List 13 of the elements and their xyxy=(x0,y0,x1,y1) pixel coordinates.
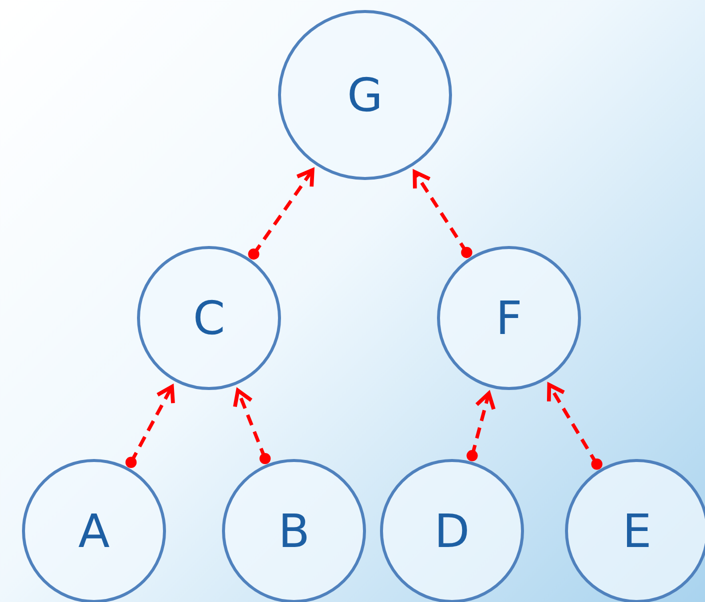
dashed-arrow xyxy=(466,391,496,462)
dashed-arrow xyxy=(412,170,472,258)
node-label: B xyxy=(278,504,310,558)
dashed-arrow xyxy=(125,384,175,468)
node-label: E xyxy=(622,504,652,558)
node-label: G xyxy=(347,68,383,122)
node-label: F xyxy=(496,291,522,345)
dashed-arrow xyxy=(546,382,602,470)
dashed-arrow xyxy=(233,388,271,464)
node-label: A xyxy=(78,504,110,558)
node-label: C xyxy=(192,291,226,345)
node-label: D xyxy=(434,504,470,558)
dashed-arrow xyxy=(248,168,314,260)
